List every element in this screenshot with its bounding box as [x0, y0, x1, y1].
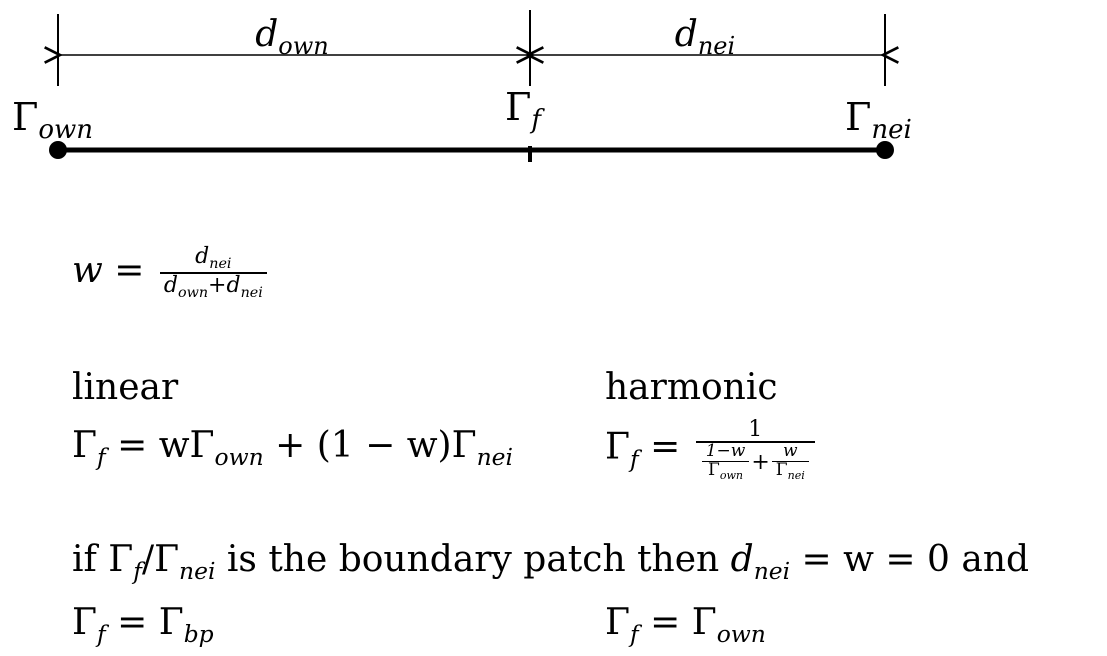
weight-lhs: w =: [72, 250, 145, 291]
gamma-nei-label: Γnei: [845, 95, 912, 145]
linear-formula: Γf = wΓown + (1 − w)Γnei: [72, 425, 513, 472]
gamma-f-label: Γf: [505, 85, 545, 135]
boundary-linear-result: Γf = Γbp: [72, 602, 214, 649]
weight-denominator: down+dnei: [163, 273, 263, 301]
harmonic-heading: harmonic: [605, 367, 778, 408]
harmonic-fraction: 1 1−w Γown + w Γnei: [695, 417, 815, 481]
gamma-own-label: Γown: [12, 95, 93, 145]
boundary-harmonic-result: Γf = Γown: [605, 602, 766, 649]
face-interpolation-diagram: down dnei Γown Γf Γnei: [12, 10, 912, 162]
neighbour-cell-point: [876, 141, 894, 159]
owner-cell-point: [49, 141, 67, 159]
boundary-statement: if Γf/Γnei is the boundary patch then dn…: [72, 539, 1030, 586]
linear-heading: linear: [72, 367, 179, 408]
weight-fraction: dnei down+dnei: [159, 244, 267, 301]
d-own-label: down: [255, 14, 329, 60]
weight-numerator: dnei: [195, 244, 232, 272]
d-nei-label: dnei: [675, 14, 735, 60]
harmonic-denominator: 1−w Γown + w Γnei: [696, 442, 815, 481]
harmonic-formula: Γf = 1 1−w Γown + w Γnei: [605, 418, 819, 481]
harmonic-numerator: 1: [748, 417, 763, 442]
weight-formula: w = dnei down+dnei: [72, 245, 271, 301]
